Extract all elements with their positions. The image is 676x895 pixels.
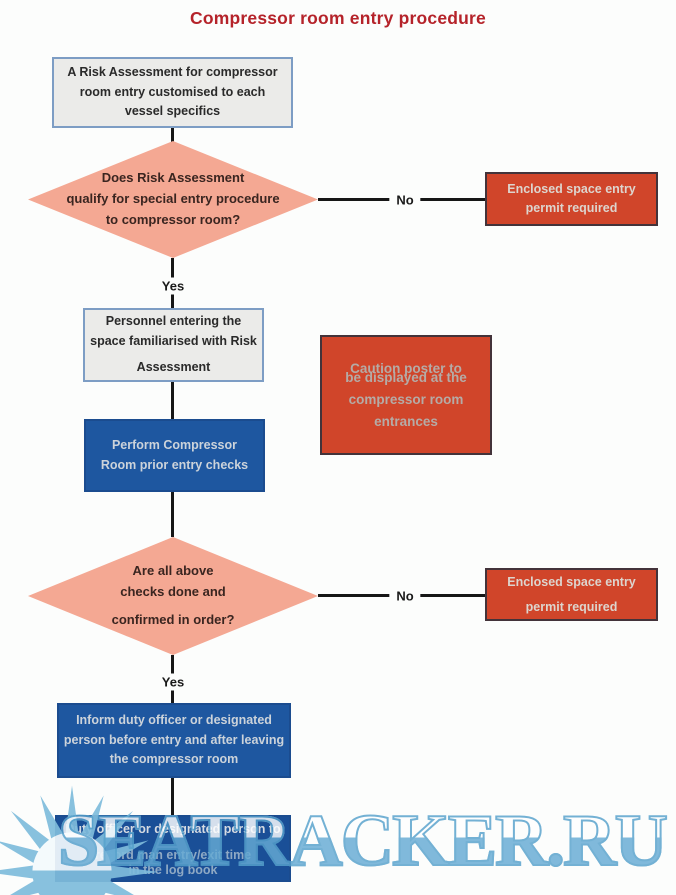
text-line: confirmed in order?	[111, 611, 235, 627]
text-line: Assessment	[136, 360, 211, 375]
node-personnel-familiarised: Personnel entering the space familiarise…	[83, 308, 264, 382]
node-risk-assessment: A Risk Assessment for compressor room en…	[52, 57, 293, 128]
text-line: Perform Compressor	[111, 438, 238, 453]
text-line: room entry customised to each	[79, 84, 266, 99]
node-permit-required-2: Enclosed space entry permit required	[485, 568, 658, 621]
text-line: person before entry and after leaving	[63, 732, 285, 747]
edge-label-yes: Yes	[154, 277, 192, 295]
node-inform-duty-officer: Inform duty officer or designated person…	[57, 703, 291, 778]
connector-line	[171, 382, 174, 419]
edge-label-no: No	[389, 587, 421, 605]
decision-checks-confirmed: Are all above checks done and confirmed …	[28, 537, 318, 655]
text-line: vessel specifics	[124, 104, 221, 119]
text-line: permit required	[525, 599, 618, 614]
text-line: Inform duty officer or designated	[76, 713, 272, 728]
text-line: Duty officer or designated person to	[65, 821, 281, 836]
text-line: Enclosed space entry	[507, 182, 636, 197]
text-line: in the log book	[128, 862, 218, 877]
text-line: to compressor room?	[105, 211, 241, 227]
text-line: Enclosed space entry	[507, 575, 636, 590]
node-perform-checks: Perform Compressor Room prior entry chec…	[84, 419, 265, 492]
text-line: Are all above	[132, 563, 214, 579]
text-line: checks done and	[120, 584, 226, 600]
connector-line	[171, 492, 174, 537]
text-line: qualify for special entry procedure	[66, 191, 280, 207]
edge-label-no: No	[389, 191, 421, 209]
text-line: Does Risk Assessment	[101, 170, 245, 186]
text-line: space familiarised with Risk	[90, 333, 257, 348]
decision-qualify: Does Risk Assessment qualify for special…	[28, 141, 318, 258]
text-line: permit required	[525, 201, 618, 215]
page-title: Compressor room entry procedure	[190, 8, 486, 28]
text-line: be displayed at the	[345, 370, 467, 386]
node-permit-required-1: Enclosed space entry permit required	[485, 172, 658, 226]
text-line: Room prior entry checks	[100, 457, 249, 472]
text-line: Personnel entering the	[105, 314, 242, 329]
node-caution-poster: Caution poster to be displayed at the co…	[320, 335, 492, 455]
edge-label-yes: Yes	[154, 673, 192, 691]
text-line: entrances	[374, 413, 438, 429]
connector-line	[171, 128, 174, 142]
text-line: Caution poster to	[350, 360, 462, 376]
text-line: record man entry/exit time	[94, 848, 252, 863]
text-line: compressor room	[348, 392, 464, 407]
connector-line	[171, 778, 174, 815]
text-line: the compressor room	[109, 752, 239, 767]
text-line: A Risk Assessment for compressor	[67, 65, 278, 80]
node-record-log-book: Duty officer or designated person to rec…	[55, 815, 291, 882]
